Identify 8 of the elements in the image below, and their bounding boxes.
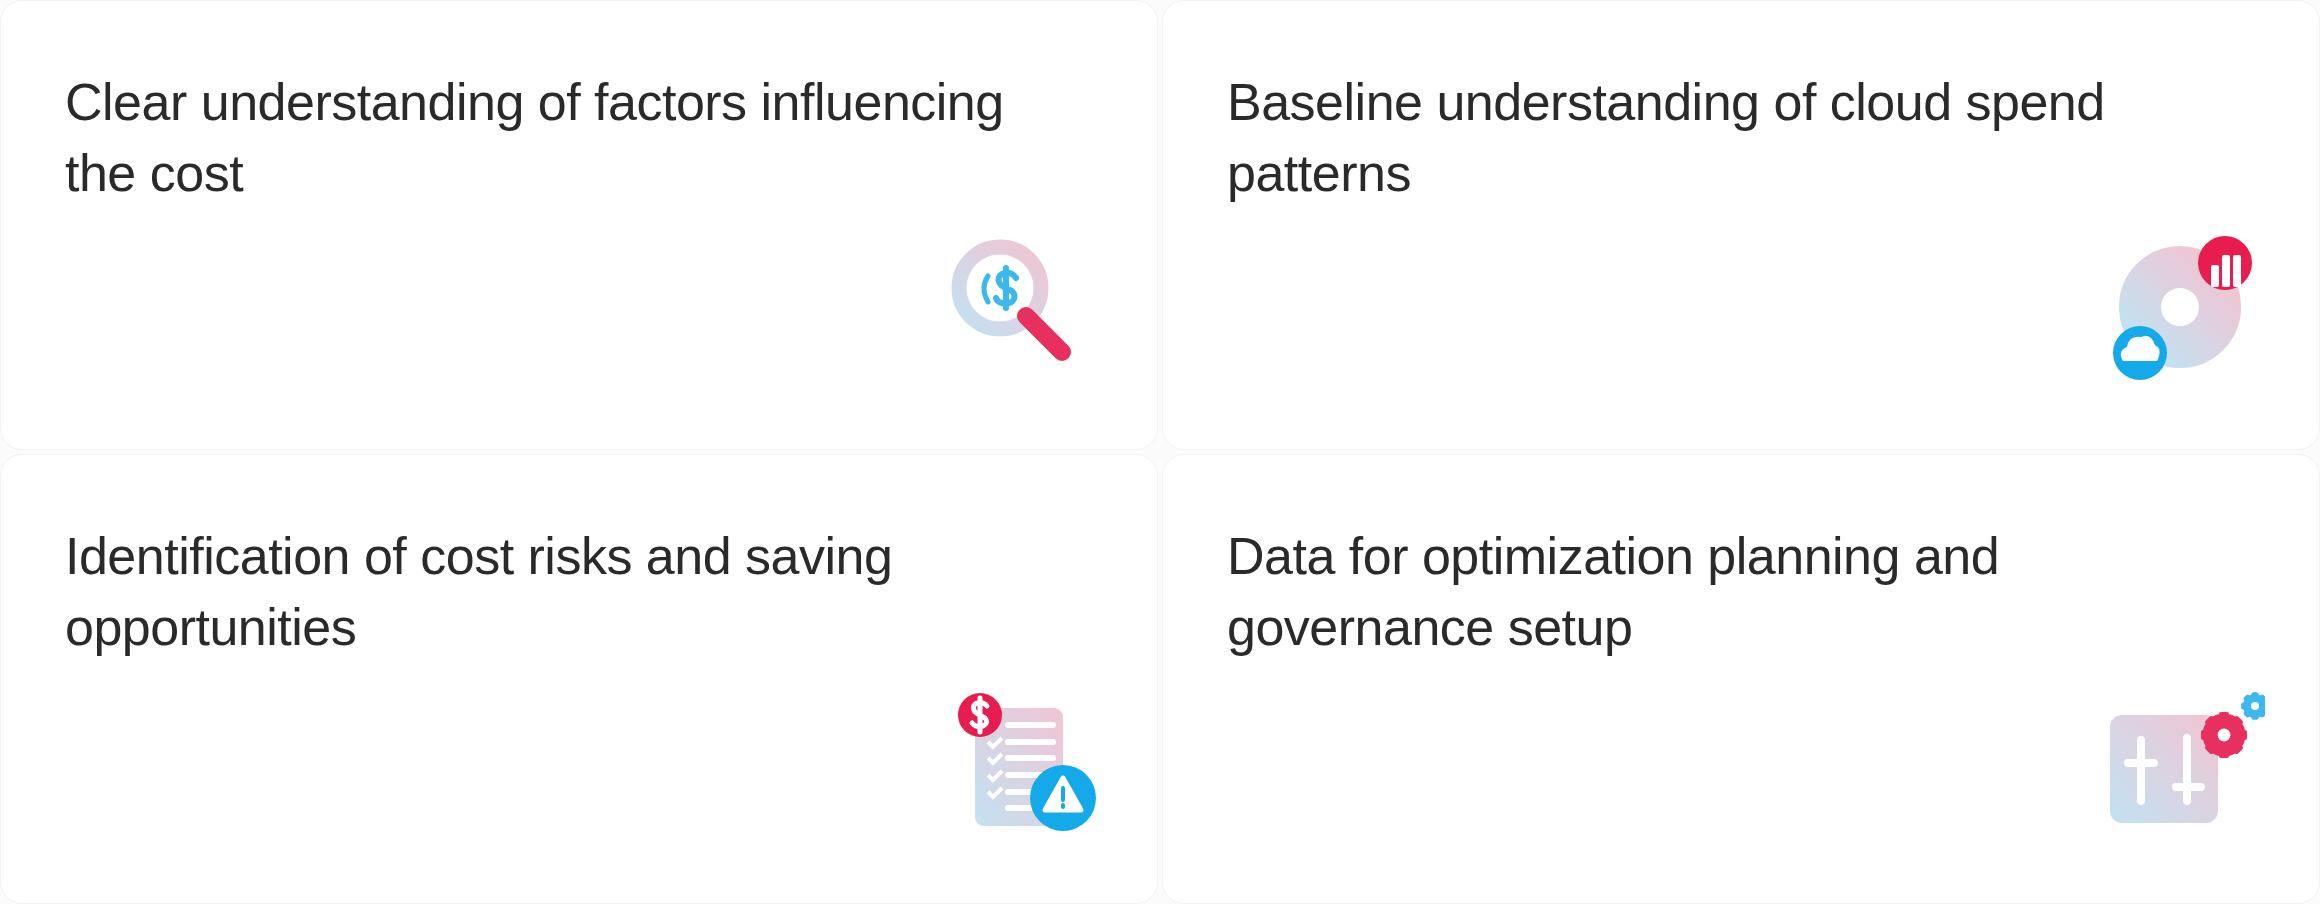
card-text: Baseline understanding of cloud spend patterns	[1227, 72, 2106, 204]
card-text: Identification of cost risks and saving opportunities	[65, 526, 894, 658]
card-text: Clear understanding of factors influencing the cost	[65, 72, 1005, 204]
card-background	[1162, 454, 2320, 904]
card-background	[1162, 0, 2320, 450]
card-background	[0, 454, 1158, 904]
card-text: Data for optimization planning and governance setup	[1227, 526, 2001, 658]
card-background	[0, 0, 1158, 450]
